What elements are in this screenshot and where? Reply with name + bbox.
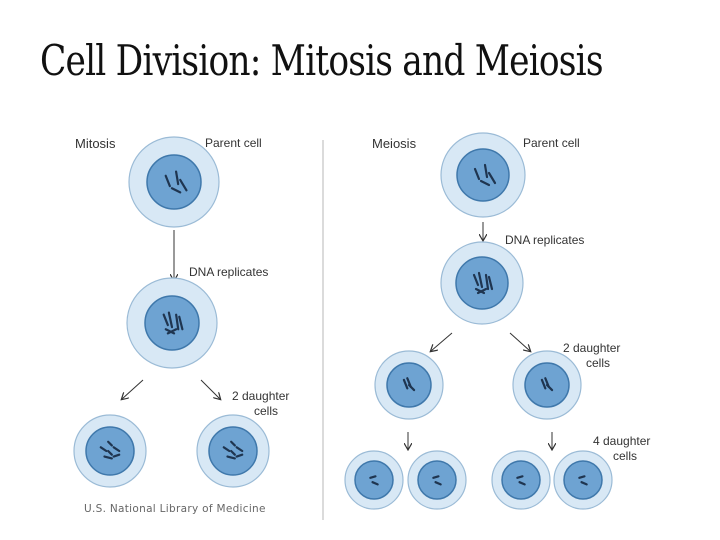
meiosis-granddaughter-cell-3 [491, 450, 551, 510]
chromosome [369, 475, 377, 479]
mitosis-parent-cell-label: Parent cell [205, 136, 262, 150]
mitosis-daughter-label-2: cells [254, 404, 278, 418]
meiosis-2-daughter-label-1: 2 daughter [563, 341, 620, 355]
chromosome [167, 311, 174, 329]
meiosis-replicated-cell [440, 241, 524, 325]
chromosome [371, 481, 379, 486]
mitosis-arrow-left [122, 379, 144, 399]
chromosome [540, 378, 547, 390]
chromosome [484, 273, 490, 291]
image-credit: U.S. National Library of Medicine [84, 503, 266, 515]
cell-nucleus [146, 154, 202, 210]
chromosome [107, 449, 113, 456]
chromosome [477, 271, 484, 289]
mitosis-arrow-right [200, 379, 220, 399]
meiosis-granddaughter-cell-2 [407, 450, 467, 510]
chromosome [487, 275, 494, 291]
cell-nucleus [417, 460, 457, 500]
cell-nucleus [456, 148, 510, 202]
chromosome [235, 446, 244, 453]
chromosome [580, 481, 588, 486]
chromosome [432, 475, 440, 479]
chromosome [479, 179, 491, 187]
chromosome [230, 440, 236, 447]
meiosis-granddaughter-cell-4 [553, 450, 613, 510]
chromosome [578, 475, 586, 479]
chromosome [402, 378, 409, 390]
meiosis-parent-cell-label: Parent cell [523, 136, 580, 150]
chromosome [170, 187, 182, 194]
mitosis-heading: Mitosis [75, 136, 116, 151]
cell-nucleus [501, 460, 541, 500]
chromosome [483, 163, 489, 179]
chromosome [407, 383, 416, 392]
cells-layer [73, 132, 613, 510]
meiosis-arrow-right [509, 332, 530, 351]
chromosome [178, 315, 184, 331]
chromosome [164, 174, 171, 188]
chromosome [174, 170, 180, 186]
chromosome [226, 455, 236, 460]
chromosome [516, 475, 524, 479]
meiosis-4-daughter-label-1: 4 daughter [593, 434, 650, 448]
meiosis-daughter-cell-right [512, 350, 582, 420]
meiosis-dna-replicates-label: DNA replicates [505, 233, 584, 247]
chromosome [166, 328, 178, 335]
meiosis-parent-cell [440, 132, 526, 218]
meiosis-daughter-cell-left [374, 350, 444, 420]
cell-nucleus [85, 426, 135, 476]
chromosome [235, 453, 244, 458]
meiosis-4-daughter-label-2: cells [613, 449, 637, 463]
chromosome [545, 383, 554, 392]
chromosome [222, 446, 231, 453]
page-title: Cell Division: Mitosis and Meiosis [40, 36, 604, 85]
chromosome [487, 171, 497, 185]
mitosis-daughter-cell-right [196, 414, 270, 488]
chromosome [107, 440, 113, 447]
mitosis-parent-cell [128, 136, 220, 228]
chromosome [179, 178, 188, 192]
meiosis-heading: Meiosis [372, 136, 417, 151]
mitosis-daughter-label-1: 2 daughter [232, 389, 289, 403]
cell-nucleus [354, 460, 394, 500]
chromosome [230, 449, 236, 456]
chromosome [473, 167, 481, 181]
meiosis-2-daughter-label-2: cells [586, 356, 610, 370]
chromosome [112, 453, 121, 458]
mitosis-dna-replicates-label: DNA replicates [189, 265, 268, 279]
meiosis-granddaughter-cell-1 [344, 450, 404, 510]
chromosome [162, 313, 169, 327]
chromosome [472, 273, 480, 287]
chromosome [175, 313, 180, 331]
chromosome [434, 481, 442, 486]
chromosome [112, 446, 121, 453]
chromosome [99, 446, 108, 453]
cell-nucleus [208, 426, 258, 476]
chromosome [518, 481, 526, 486]
chromosome [103, 455, 113, 460]
cell-nucleus [563, 460, 603, 500]
chromosome [476, 287, 488, 295]
meiosis-arrow-left [431, 332, 453, 351]
mitosis-daughter-cell-left [73, 414, 147, 488]
mitosis-replicated-cell [126, 277, 218, 369]
